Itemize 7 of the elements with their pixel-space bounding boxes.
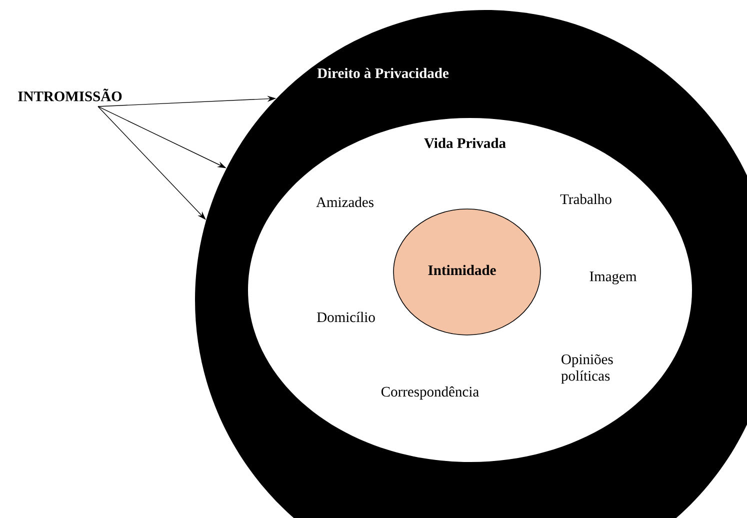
- area-label: Amizades: [316, 196, 374, 208]
- area-label: Opiniões políticas: [561, 354, 613, 384]
- area-label: Correspondência: [381, 386, 479, 400]
- area-label: Trabalho: [560, 194, 612, 204]
- area-label: Domicílio: [317, 312, 375, 322]
- area-label: Imagem: [590, 272, 637, 284]
- node-label: INTROMISSÃO: [18, 88, 122, 102]
